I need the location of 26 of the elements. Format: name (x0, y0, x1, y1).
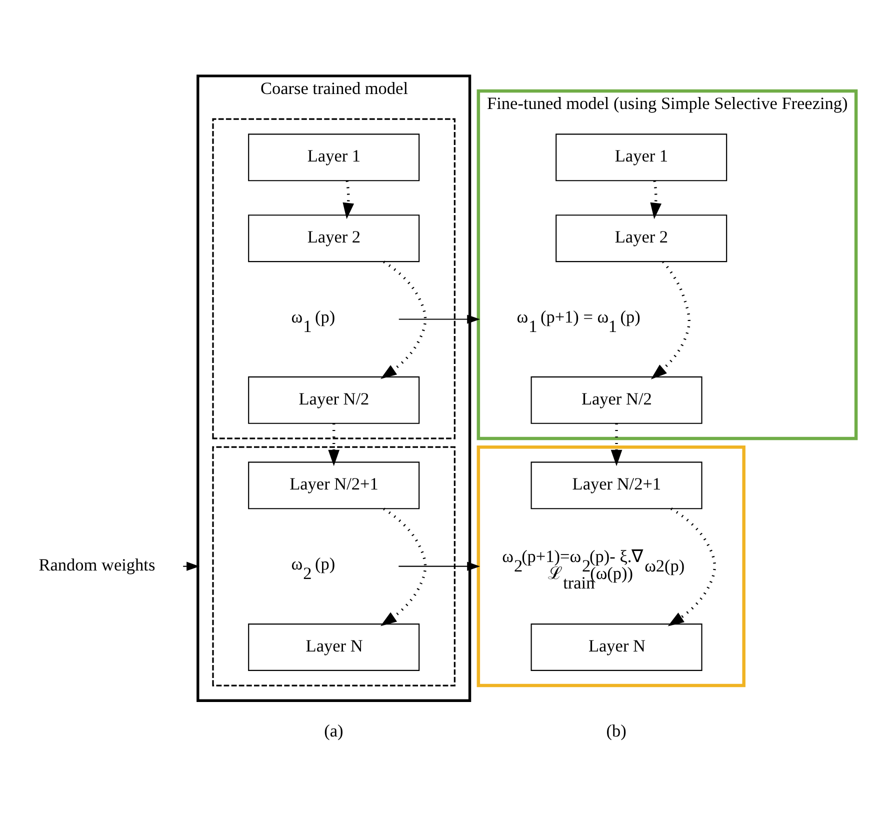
node-box: Layer N/2+1 (530, 461, 702, 509)
node-box: Layer 2 (248, 214, 420, 262)
node-box: Layer 2 (556, 214, 728, 262)
arrow (398, 314, 480, 324)
node-box: Layer 1 (248, 133, 420, 181)
node-box: Layer N/2 (530, 376, 702, 424)
node-text: Random weights (38, 554, 156, 574)
arrow (650, 180, 662, 219)
arrow (328, 423, 340, 466)
cluster (212, 118, 456, 439)
node-box: Layer 1 (556, 133, 728, 181)
arrow (342, 180, 354, 219)
node-box: Layer N/2 (248, 376, 420, 424)
node-box: Layer N (530, 623, 702, 670)
node-label: (b) (606, 721, 626, 740)
cluster (476, 444, 746, 687)
cluster (212, 446, 456, 686)
arrow (668, 506, 716, 626)
node-label: (a) (324, 721, 344, 740)
arrow (650, 260, 690, 379)
arrow (380, 260, 427, 379)
arrow (610, 423, 622, 466)
node-box: Layer N (248, 623, 420, 670)
arrow (398, 561, 480, 570)
arrow (380, 507, 427, 626)
node-box: Layer N/2+1 (248, 461, 420, 509)
